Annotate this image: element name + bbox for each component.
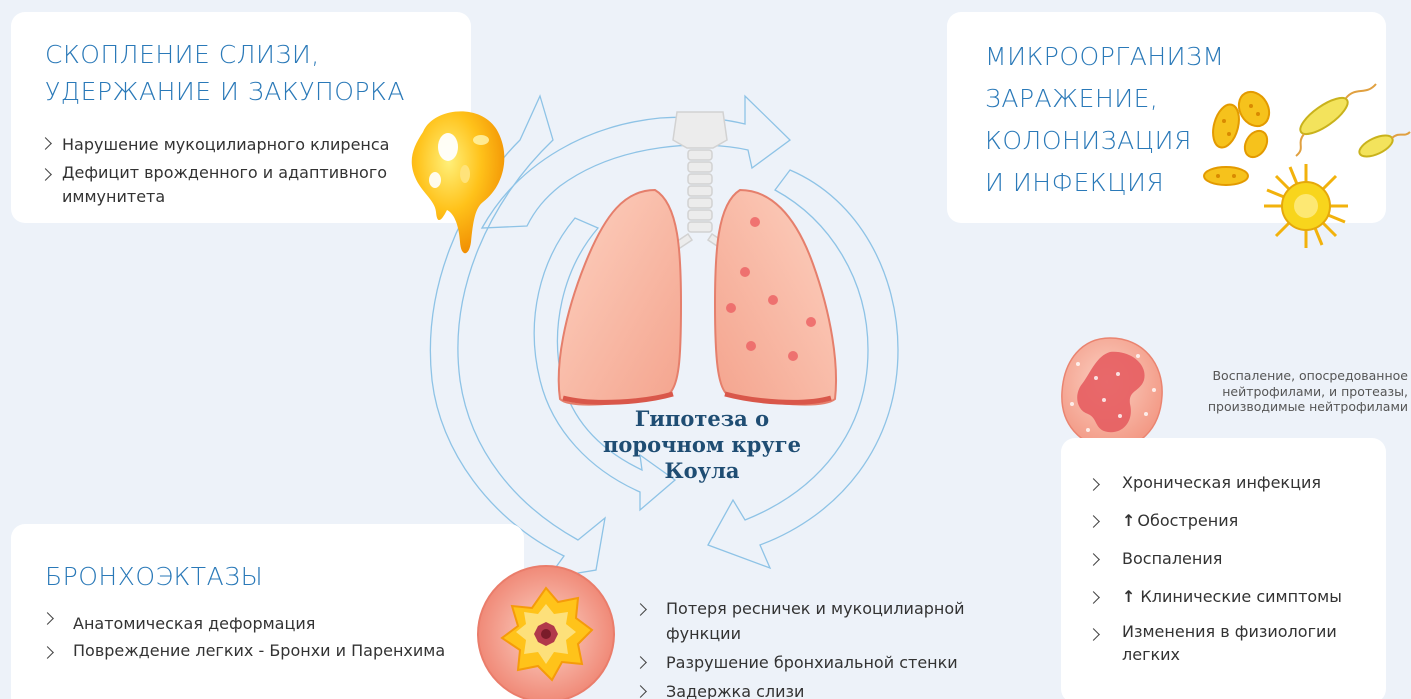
chevron-right-icon — [1087, 515, 1100, 528]
chevron-right-icon — [41, 612, 54, 625]
list-item: Дефицит врожденного и адаптивного — [41, 161, 441, 185]
microbes-illustration — [1196, 76, 1411, 256]
chevron-right-icon — [634, 603, 647, 616]
list-item: Повреждение легких - Бронхи и Паренхима — [43, 639, 513, 663]
mucus-list: Нарушение мукоцилиарного клиренса Дефици… — [41, 133, 441, 209]
bronchiectasis-list: Анатомическая деформация Повреждение лег… — [43, 612, 513, 663]
mucus-card: СКОПЛЕНИЕ СЛИЗИ, УДЕРЖАНИЕ И ЗАКУПОРКА Н… — [11, 12, 471, 223]
up-arrow-icon: ↑ — [1122, 584, 1135, 610]
list-item: ↑Обострения — [1089, 508, 1379, 534]
neutrophil-illustration — [1058, 334, 1168, 454]
list-item: Хроническая инфекция — [1089, 470, 1379, 496]
center-caption: Гипотеза о порочном круге Коула — [588, 406, 816, 484]
list-item: Нарушение мукоцилиарного клиренса — [41, 133, 441, 157]
list-item: Анатомическая деформация — [43, 612, 513, 636]
inflammation-list: Хроническая инфекция ↑Обострения Воспале… — [1089, 470, 1379, 666]
airway-list: Потеря ресничек и мукоцилиарной функции … — [636, 596, 996, 699]
airway-cross-section-illustration — [476, 564, 616, 699]
chevron-right-icon — [39, 168, 52, 181]
list-item: Задержка слизи — [636, 679, 996, 699]
up-arrow-icon: ↑ — [1122, 508, 1135, 534]
list-item: ↑Клинические симптомы — [1089, 584, 1379, 610]
chevron-right-icon — [41, 646, 54, 659]
mucus-blob-illustration — [403, 102, 513, 262]
lungs-illustration — [555, 104, 845, 424]
microbe-title: МИКРООРГАНИЗМ ЗАРАЖЕНИЕ, КОЛОНИЗАЦИЯ И И… — [985, 36, 1224, 204]
bronchiectasis-title: БРОНХОЭКТАЗЫ — [45, 558, 263, 595]
bronchiectasis-card: БРОНХОЭКТАЗЫ Анатомическая деформация По… — [11, 524, 524, 699]
left-lung — [559, 190, 681, 405]
list-item-continuation: иммунитета — [41, 185, 441, 209]
chevron-right-icon — [1087, 553, 1100, 566]
neutrophil-note: Воспаление, опосредованное нейтрофилами,… — [1168, 368, 1408, 415]
chevron-right-icon — [634, 656, 647, 669]
list-item-continuation: легких — [1089, 643, 1379, 666]
chevron-right-icon — [634, 685, 647, 698]
list-item: Разрушение бронхиальной стенки — [636, 650, 996, 675]
list-item: Потеря ресничек и мукоцилиарной — [636, 596, 996, 621]
list-item-continuation: функции — [636, 621, 996, 646]
mucus-title: СКОПЛЕНИЕ СЛИЗИ, УДЕРЖАНИЕ И ЗАКУПОРКА — [45, 36, 405, 110]
chevron-right-icon — [39, 137, 52, 150]
chevron-right-icon — [1087, 478, 1100, 491]
inflammation-card: Хроническая инфекция ↑Обострения Воспале… — [1061, 438, 1386, 699]
list-item: Изменения в физиологии — [1089, 620, 1379, 643]
chevron-right-icon — [1087, 628, 1100, 641]
chevron-right-icon — [1087, 591, 1100, 604]
list-item: Воспаления — [1089, 546, 1379, 572]
